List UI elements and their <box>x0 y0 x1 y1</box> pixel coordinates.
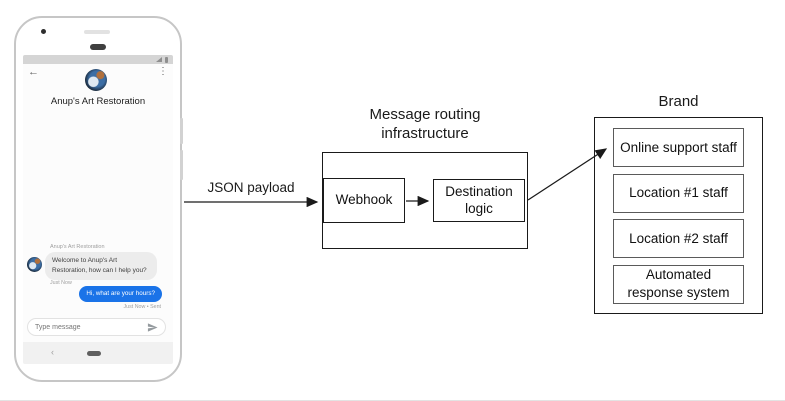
android-nav-bar: ‹ <box>23 342 173 364</box>
send-icon[interactable] <box>147 322 158 333</box>
sender-name-label: Anup's Art Restoration <box>50 244 105 250</box>
phone-frame: ← ⋮ Anup's Art Restoration Anup's Art Re… <box>14 16 183 382</box>
message-input[interactable] <box>35 323 147 331</box>
outgoing-timestamp: Just Now • Sent <box>123 304 161 310</box>
brand-title: Brand <box>658 93 699 110</box>
status-bar <box>23 55 173 64</box>
nav-back-icon[interactable]: ‹ <box>51 347 54 357</box>
webhook-box: Webhook <box>323 178 405 223</box>
volume-button <box>180 150 183 180</box>
message-avatar <box>27 257 42 272</box>
overflow-menu-icon[interactable]: ⋮ <box>158 66 168 77</box>
back-button[interactable]: ← <box>28 66 39 78</box>
home-button[interactable] <box>87 351 101 356</box>
outgoing-message-bubble: Hi, what are your hours? <box>79 286 162 302</box>
json-payload-label: JSON payload <box>207 180 295 195</box>
brand-avatar <box>85 69 107 91</box>
brand-item-location-2: Location #2 staff <box>613 219 744 258</box>
routing-title: Message routing infrastructure <box>369 106 481 142</box>
power-button <box>180 118 183 144</box>
incoming-message-bubble: Welcome to Anup's Art Restoration, how c… <box>45 252 157 280</box>
brand-item-automated-response: Automated response system <box>613 264 744 304</box>
signal-icon <box>156 57 162 62</box>
front-camera-icon <box>41 29 46 34</box>
speaker-grill <box>90 44 106 50</box>
earpiece-slot <box>84 30 110 34</box>
brand-box: Online support staff Location #1 staff L… <box>594 117 763 314</box>
chat-title: Anup's Art Restoration <box>50 96 146 107</box>
routing-infrastructure-box <box>322 152 528 249</box>
incoming-timestamp: Just Now <box>50 280 72 286</box>
message-composer[interactable] <box>27 318 166 336</box>
battery-icon <box>165 56 168 63</box>
brand-item-online-support: Online support staff <box>613 128 744 167</box>
brand-item-location-1: Location #1 staff <box>613 173 744 213</box>
phone-screen: ← ⋮ Anup's Art Restoration Anup's Art Re… <box>23 55 173 364</box>
destination-logic-box: Destination logic <box>433 179 525 222</box>
